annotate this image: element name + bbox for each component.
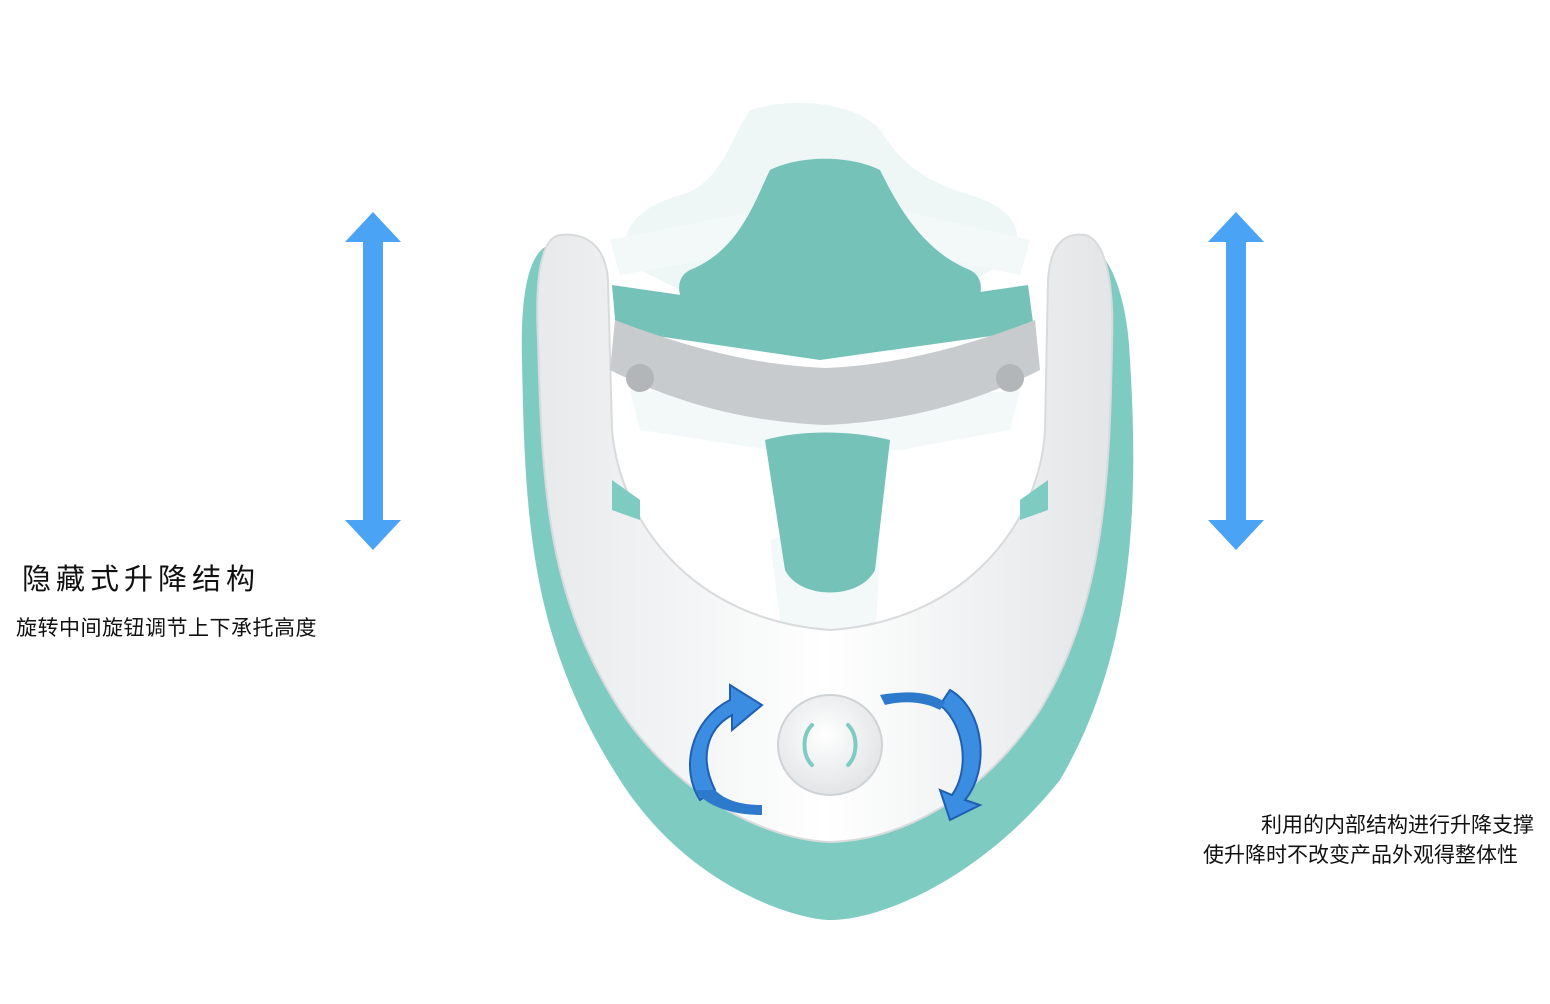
throat-pad (765, 432, 890, 593)
section-subtitle: 旋转中间旋钮调节上下承托高度 (16, 616, 317, 640)
right-vertical-double-arrow-icon (1208, 212, 1264, 550)
shell-white (536, 233, 1114, 844)
rotate-arrows-icon (689, 683, 983, 822)
description-line-2: 使升降时不改变产品外观得整体性 (1203, 843, 1518, 867)
front-pad (612, 285, 1034, 360)
support-frame (610, 320, 1040, 425)
description-line-1: 利用的内部结构进行升降支撑 (1261, 813, 1534, 837)
neck-brace-illustration (521, 102, 1134, 920)
description-block: 利用的内部结构进行升降支撑 使升降时不改变产品外观得整体性 (1203, 810, 1534, 870)
chin-support-pad (679, 158, 981, 315)
section-title: 隐藏式升降结构 (22, 562, 261, 596)
adjustment-knob (777, 694, 883, 796)
left-vertical-double-arrow-icon (345, 212, 401, 550)
